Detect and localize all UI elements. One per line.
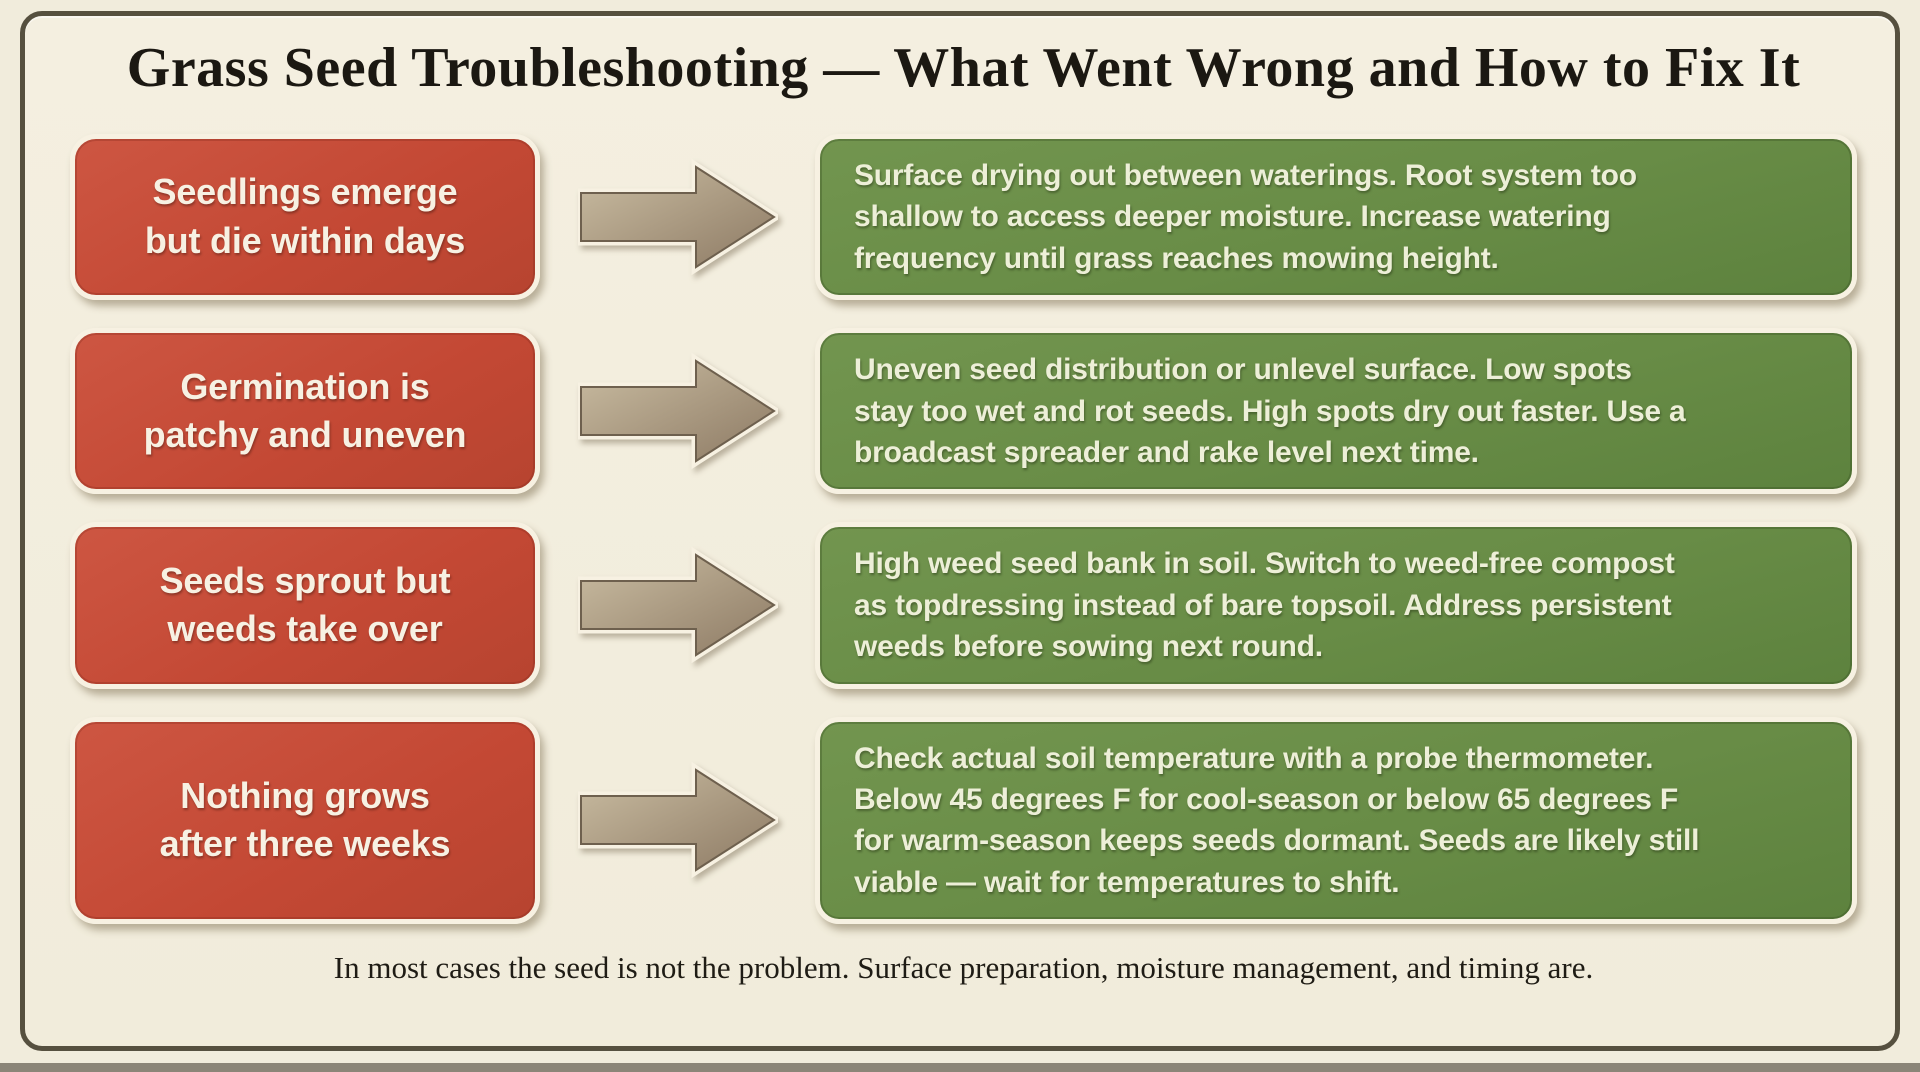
solution-label: Check actual soil temperature with a pro… bbox=[854, 741, 1700, 899]
row-weeds-take-over: Seeds sprout but weeds take over High we… bbox=[70, 522, 1857, 689]
problem-box: Nothing grows after three weeks bbox=[70, 716, 540, 925]
row-nothing-grows: Nothing grows after three weeks Check ac… bbox=[70, 716, 1857, 925]
arrow-zone bbox=[540, 328, 815, 494]
problem-label: Germination is patchy and uneven bbox=[143, 365, 467, 456]
problem-label: Seeds sprout but weeds take over bbox=[159, 559, 451, 650]
troubleshooting-rows: Seedlings emerge but die within days bbox=[70, 134, 1857, 925]
solution-label: Uneven seed distribution or unlevel surf… bbox=[854, 353, 1686, 469]
right-arrow-icon bbox=[577, 158, 778, 276]
page-title: Grass Seed Troubleshooting — What Went W… bbox=[126, 37, 1801, 99]
row-patchy-germination: Germination is patchy and uneven Uneven … bbox=[70, 328, 1857, 495]
diagram-content: Grass Seed Troubleshooting — What Went W… bbox=[70, 37, 1857, 986]
solution-label: Surface drying out between waterings. Ro… bbox=[854, 159, 1637, 275]
solution-box: Check actual soil temperature with a pro… bbox=[815, 716, 1857, 925]
footer-note: In most cases the seed is not the proble… bbox=[333, 950, 1594, 986]
problem-box: Seeds sprout but weeds take over bbox=[70, 522, 540, 689]
solution-box: Uneven seed distribution or unlevel surf… bbox=[815, 328, 1857, 495]
right-arrow-icon bbox=[577, 353, 778, 470]
arrow-zone bbox=[540, 522, 815, 688]
row-seedlings-die: Seedlings emerge but die within days bbox=[70, 134, 1857, 301]
right-arrow-icon bbox=[577, 547, 778, 664]
window-bottom-edge bbox=[0, 1063, 1920, 1072]
problem-box: Seedlings emerge but die within days bbox=[70, 134, 540, 301]
solution-label: High weed seed bank in soil. Switch to w… bbox=[854, 547, 1675, 664]
solution-box: High weed seed bank in soil. Switch to w… bbox=[815, 522, 1857, 689]
right-arrow-icon bbox=[577, 762, 778, 879]
problem-label: Nothing grows after three weeks bbox=[159, 774, 451, 865]
arrow-zone bbox=[540, 134, 815, 300]
solution-box: Surface drying out between waterings. Ro… bbox=[815, 134, 1857, 301]
problem-box: Germination is patchy and uneven bbox=[70, 328, 540, 495]
problem-label: Seedlings emerge but die within days bbox=[144, 171, 466, 262]
arrow-zone bbox=[540, 717, 815, 925]
